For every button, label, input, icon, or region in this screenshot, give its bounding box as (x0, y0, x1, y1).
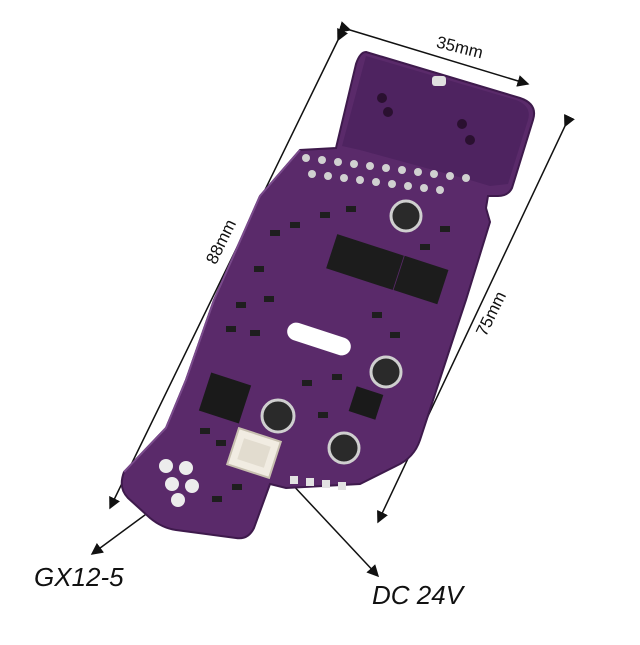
gx12-callout-label: GX12-5 (34, 562, 124, 592)
board-slot (287, 322, 351, 356)
white-connector (225, 426, 283, 480)
dimension-line-length (109, 27, 348, 510)
mounting-holes-top (377, 76, 475, 145)
gx12-pad-cluster (159, 459, 199, 507)
dimension-line-width (338, 21, 530, 87)
callout-line-right (289, 481, 380, 578)
dc-callout-label: DC 24V (372, 580, 464, 610)
header-pins (302, 154, 470, 194)
capacitors (260, 199, 423, 465)
smd-components (200, 206, 450, 502)
bottom-header-pads (290, 476, 346, 490)
ic-chips (198, 234, 449, 424)
